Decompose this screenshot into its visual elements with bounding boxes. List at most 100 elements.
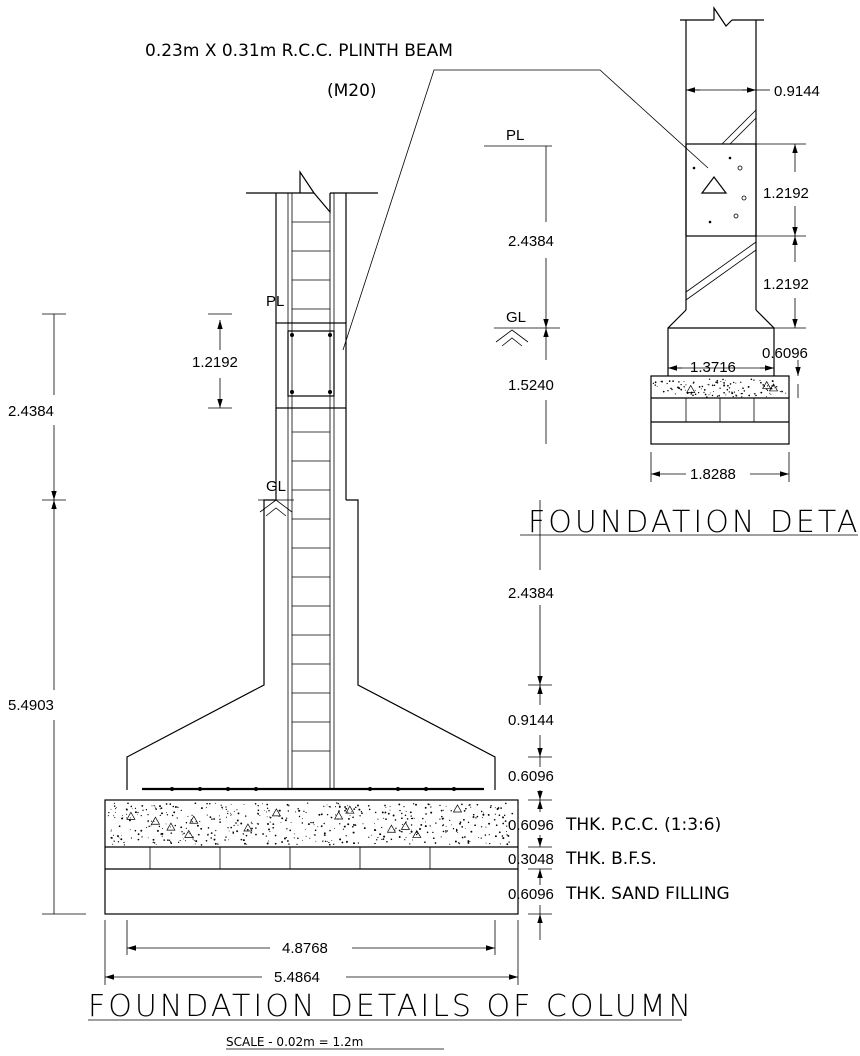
speckle-dot xyxy=(230,815,232,817)
speckle-dot xyxy=(131,808,133,809)
speckle-dot xyxy=(236,830,239,833)
speckle-dot xyxy=(770,394,772,396)
dim-lower: 1.2192 xyxy=(763,276,809,293)
speckle-dot xyxy=(654,381,657,384)
speckle-dot xyxy=(323,832,326,835)
speckle-dot xyxy=(269,816,272,819)
speckle-dot xyxy=(214,834,216,836)
speckle-dot xyxy=(269,821,271,823)
speckle-dot xyxy=(698,386,701,388)
speckle-dot xyxy=(228,830,230,832)
speckle-dot xyxy=(432,831,434,834)
speckle-dot xyxy=(716,395,719,397)
speckle-dot xyxy=(422,817,424,820)
speckle-dot xyxy=(485,842,487,844)
speckle-dot xyxy=(728,391,730,393)
speckle-dot xyxy=(172,805,175,808)
speckle-dot xyxy=(200,807,203,810)
speckle-dot xyxy=(150,820,152,822)
speckle-dot xyxy=(232,832,235,834)
detail-wall-section: PL GL 2.4384 1.5240 0.9144 1.2192 1.2192 xyxy=(484,6,860,540)
speckle-dot xyxy=(398,803,401,806)
speckle-dot xyxy=(329,806,331,808)
speckle-dot xyxy=(295,811,297,813)
speckle-dot xyxy=(450,810,452,812)
speckle-dot xyxy=(126,813,128,815)
speckle-dot xyxy=(297,837,299,840)
dim-pcc-thk: 0.6096 xyxy=(762,345,808,362)
speckle-dot xyxy=(398,829,401,832)
speckle-dot xyxy=(703,389,706,391)
speckle-dot xyxy=(430,806,432,808)
speckle-dot xyxy=(113,802,116,804)
speckle-dot xyxy=(318,813,321,816)
speckle-dot xyxy=(766,388,768,390)
speckle-dot xyxy=(123,844,126,846)
speckle-dot xyxy=(151,805,153,807)
speckle-dot xyxy=(347,805,349,807)
speckle-dot xyxy=(700,388,702,390)
speckle-dot xyxy=(218,815,220,817)
speckle-dot xyxy=(243,804,245,806)
speckle-dot xyxy=(127,802,129,805)
detail-pcc-speckle xyxy=(652,378,787,398)
speckle-dot xyxy=(381,826,383,829)
speckle-dot xyxy=(114,817,116,819)
speckle-dot xyxy=(670,387,672,390)
speckle-dot xyxy=(386,841,388,843)
speckle-dot xyxy=(146,827,148,829)
speckle-dot xyxy=(166,812,167,814)
speckle-dot xyxy=(468,804,470,806)
speckle-dot xyxy=(280,821,282,823)
speckle-dot xyxy=(240,838,243,841)
speckle-dot xyxy=(704,393,707,396)
speckle-dot xyxy=(738,390,739,392)
speckle-dot xyxy=(230,812,231,814)
speckle-dot xyxy=(305,835,307,837)
speckle-dot xyxy=(285,836,287,839)
speckle-dot xyxy=(320,813,323,816)
speckle-dot xyxy=(493,819,496,821)
speckle-dot xyxy=(225,816,228,818)
beam-grade-label: (M20) xyxy=(327,81,377,101)
speckle-dot xyxy=(213,838,216,841)
speckle-dot xyxy=(176,817,178,819)
detail-gl-label: GL xyxy=(506,309,526,326)
speckle-dot xyxy=(476,815,479,818)
speckle-dot xyxy=(488,822,491,825)
speckle-dot xyxy=(112,843,114,845)
speckle-dot xyxy=(210,832,213,834)
speckle-dot xyxy=(480,810,483,813)
speckle-dot xyxy=(244,842,246,845)
plinth-beam-callout: 0.23m X 0.31m R.C.C. PLINTH BEAM (M20) xyxy=(145,41,709,351)
speckle-dot xyxy=(255,833,257,836)
speckle-dot xyxy=(666,382,668,385)
speckle-dot xyxy=(680,383,682,386)
speckle-dot xyxy=(716,380,719,382)
speckle-dot xyxy=(314,834,316,836)
speckle-dot xyxy=(345,835,347,837)
aggregate-triangle xyxy=(386,824,397,833)
speckle-dot xyxy=(193,839,195,841)
aggregate-triangle xyxy=(150,816,161,825)
speckle-dot xyxy=(683,386,685,388)
speckle-dot xyxy=(500,807,502,809)
speckle-dot xyxy=(706,396,708,398)
speckle-dot xyxy=(191,821,193,823)
speckle-dot xyxy=(345,807,348,810)
speckle-dot xyxy=(347,823,350,826)
detail-pl-label: PL xyxy=(506,127,524,144)
speckle-dot xyxy=(482,813,485,816)
speckle-dot xyxy=(224,839,226,841)
speckle-dot xyxy=(694,393,697,396)
speckle-dot xyxy=(209,802,211,805)
speckle-dot xyxy=(463,818,465,821)
speckle-dot xyxy=(161,812,163,815)
dim-detail-base: 1.8288 xyxy=(690,466,736,483)
speckle-dot xyxy=(217,843,219,845)
speckle-dot xyxy=(379,833,382,836)
speckle-dot xyxy=(281,841,284,843)
speckle-dot xyxy=(419,828,421,830)
speckle-dot xyxy=(170,842,173,844)
